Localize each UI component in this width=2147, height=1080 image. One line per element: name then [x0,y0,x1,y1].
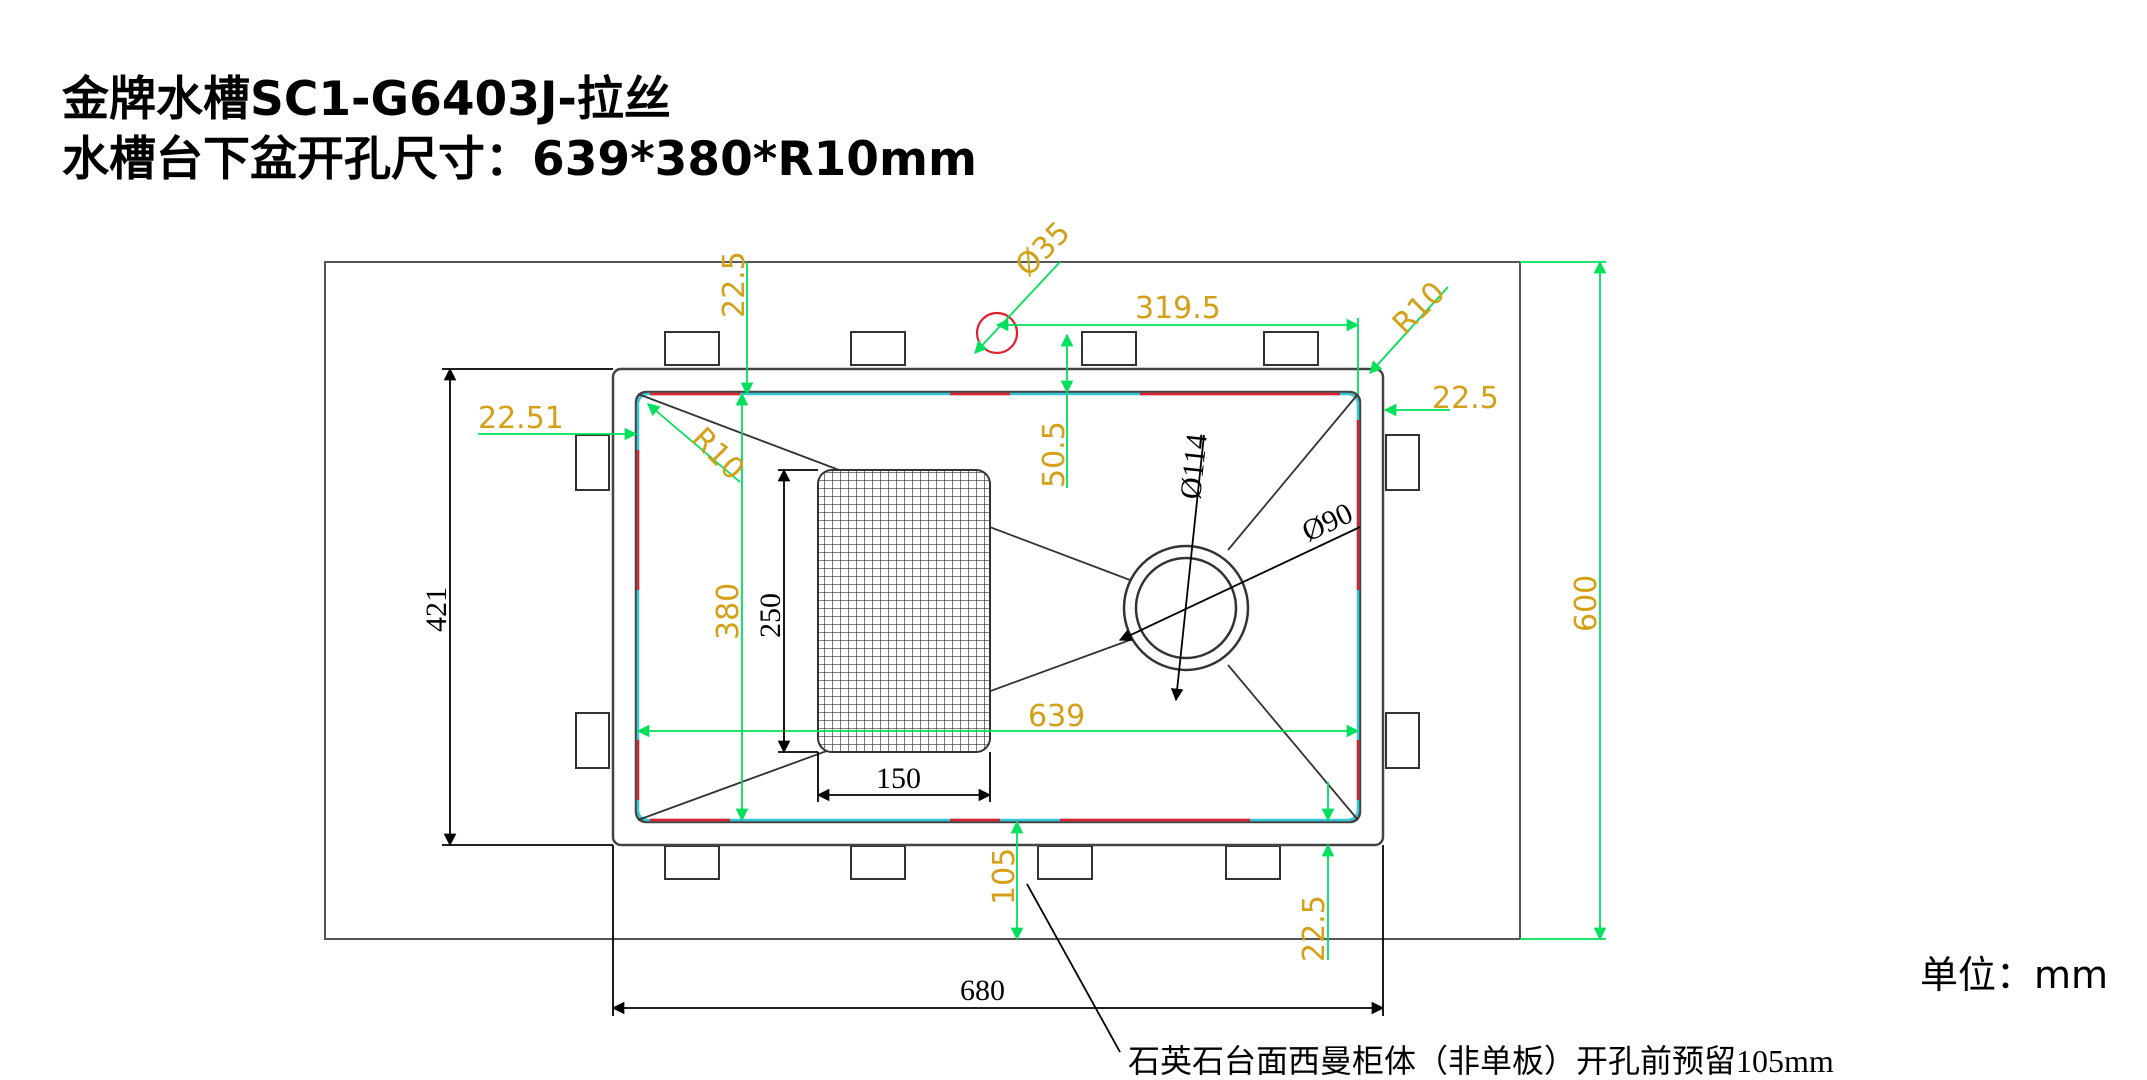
dim-22-51: 22.51 [478,401,564,436]
sink-outer-outline [611,367,1385,847]
dim-600: 600 [1569,575,1604,632]
drain-outer [1122,544,1250,672]
dim-r10-left: R10 [684,421,750,487]
dim-22-5-top: 22.5 [717,251,752,318]
faucet-hole [975,311,1019,355]
dim-faucet-diameter: Ø35 [1009,215,1077,283]
cutout-size-title: 水槽台下盆开孔尺寸：639*380*R10mm [62,132,977,187]
drain-rack [817,469,991,753]
cutout-line [636,392,1360,822]
dim-639: 639 [1028,699,1085,734]
countertop-note: 石英石台面西曼柜体（非单板）开孔前预留105mm [1128,1043,1834,1079]
drain-inner [1134,556,1238,660]
dim-22-5-bottom: 22.5 [1297,895,1332,962]
dim-250: 250 [754,593,787,638]
mounting-clips [575,331,1420,880]
dim-150: 150 [876,762,921,795]
countertop-outline [324,261,1521,940]
dim-105: 105 [987,848,1022,905]
dim-22-5-right: 22.5 [1432,381,1499,416]
dim-drain-inner-diameter: Ø90 [1297,497,1358,549]
dim-50-5: 50.5 [1037,421,1072,488]
dim-319-5: 319.5 [1135,291,1221,326]
dim-drain-outer-diameter: Ø114 [1174,432,1214,501]
unit-label: 单位：mm [1920,953,2109,997]
dim-680: 680 [960,974,1005,1007]
drawing-title: 金牌水槽SC1-G6403J-拉丝 [62,72,671,127]
sink-bowl-outline [634,390,1362,824]
dim-380: 380 [711,583,746,640]
dim-421: 421 [420,587,453,632]
dim-r10-top: R10 [1386,275,1452,341]
